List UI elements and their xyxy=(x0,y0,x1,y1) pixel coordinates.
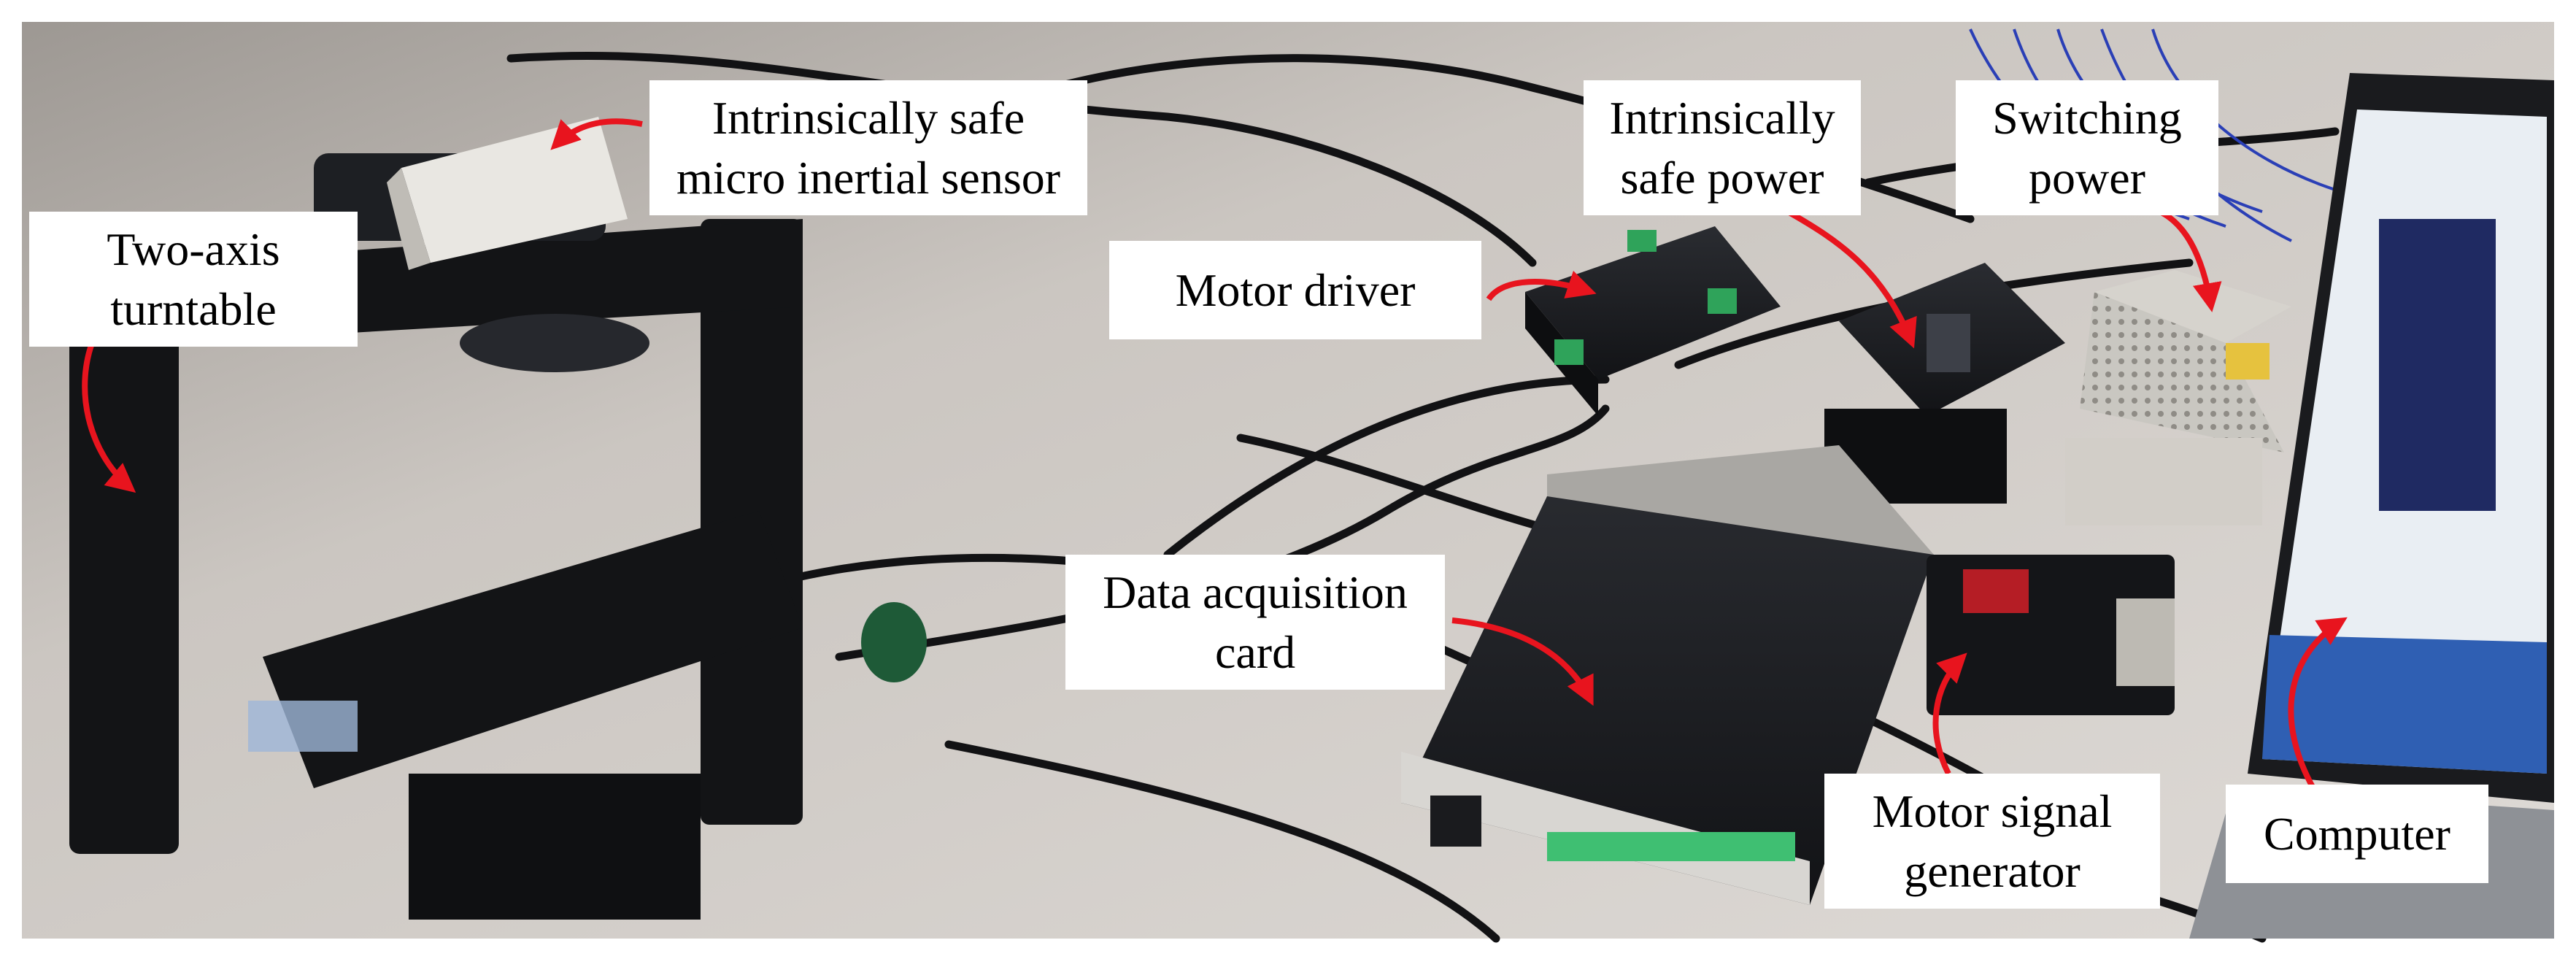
label-line: Motor driver xyxy=(1175,263,1416,316)
arrow-signal-gen xyxy=(1932,652,1967,775)
label-line: Intrinsically xyxy=(1609,91,1835,144)
label-intrinsically-safe-power: Intrinsically safe power xyxy=(1584,80,1861,215)
label-two-axis-turntable: Two-axis turntable xyxy=(29,212,358,347)
inertial-sensor xyxy=(387,117,628,270)
motor-driver xyxy=(1525,226,1781,416)
label-motor-signal-generator: Motor signal generator xyxy=(1824,774,2160,909)
arrows xyxy=(82,118,2348,790)
arrow-switching-power xyxy=(2159,209,2222,312)
signal-generator xyxy=(1927,555,2175,715)
label-line: Switching xyxy=(1992,91,2182,144)
label-line: power xyxy=(2029,151,2145,204)
daq-card xyxy=(1401,445,1934,905)
arrow-is-power xyxy=(1786,209,1917,349)
label-line: card xyxy=(1214,625,1296,678)
label-line: Motor signal xyxy=(1872,785,2113,837)
label-switching-power: Switching power xyxy=(1956,80,2218,215)
label-line: generator xyxy=(1904,844,2081,897)
label-line: Intrinsically safe xyxy=(712,91,1025,144)
label-line: micro inertial sensor xyxy=(676,151,1061,204)
is-power-unit xyxy=(1824,263,2065,504)
label-line: Computer xyxy=(2264,807,2450,860)
label-line: Two-axis xyxy=(107,223,280,275)
arrow-turntable xyxy=(82,334,136,493)
label-line: safe power xyxy=(1620,151,1824,204)
arrow-computer xyxy=(2288,617,2348,790)
blue-film xyxy=(248,701,358,752)
label-inertial-sensor: Intrinsically safe micro inertial sensor xyxy=(649,80,1087,215)
label-motor-driver: Motor driver xyxy=(1109,241,1481,339)
arrow-motor-driver xyxy=(1486,270,1597,301)
label-computer: Computer xyxy=(2226,785,2488,883)
label-line: turntable xyxy=(110,282,277,335)
arrow-sensor xyxy=(550,118,643,150)
label-line: Data acquisition xyxy=(1103,566,1408,618)
switching-power-unit xyxy=(2065,270,2291,525)
label-data-acquisition-card: Data acquisition card xyxy=(1065,555,1445,690)
arrow-daq xyxy=(1451,617,1594,706)
